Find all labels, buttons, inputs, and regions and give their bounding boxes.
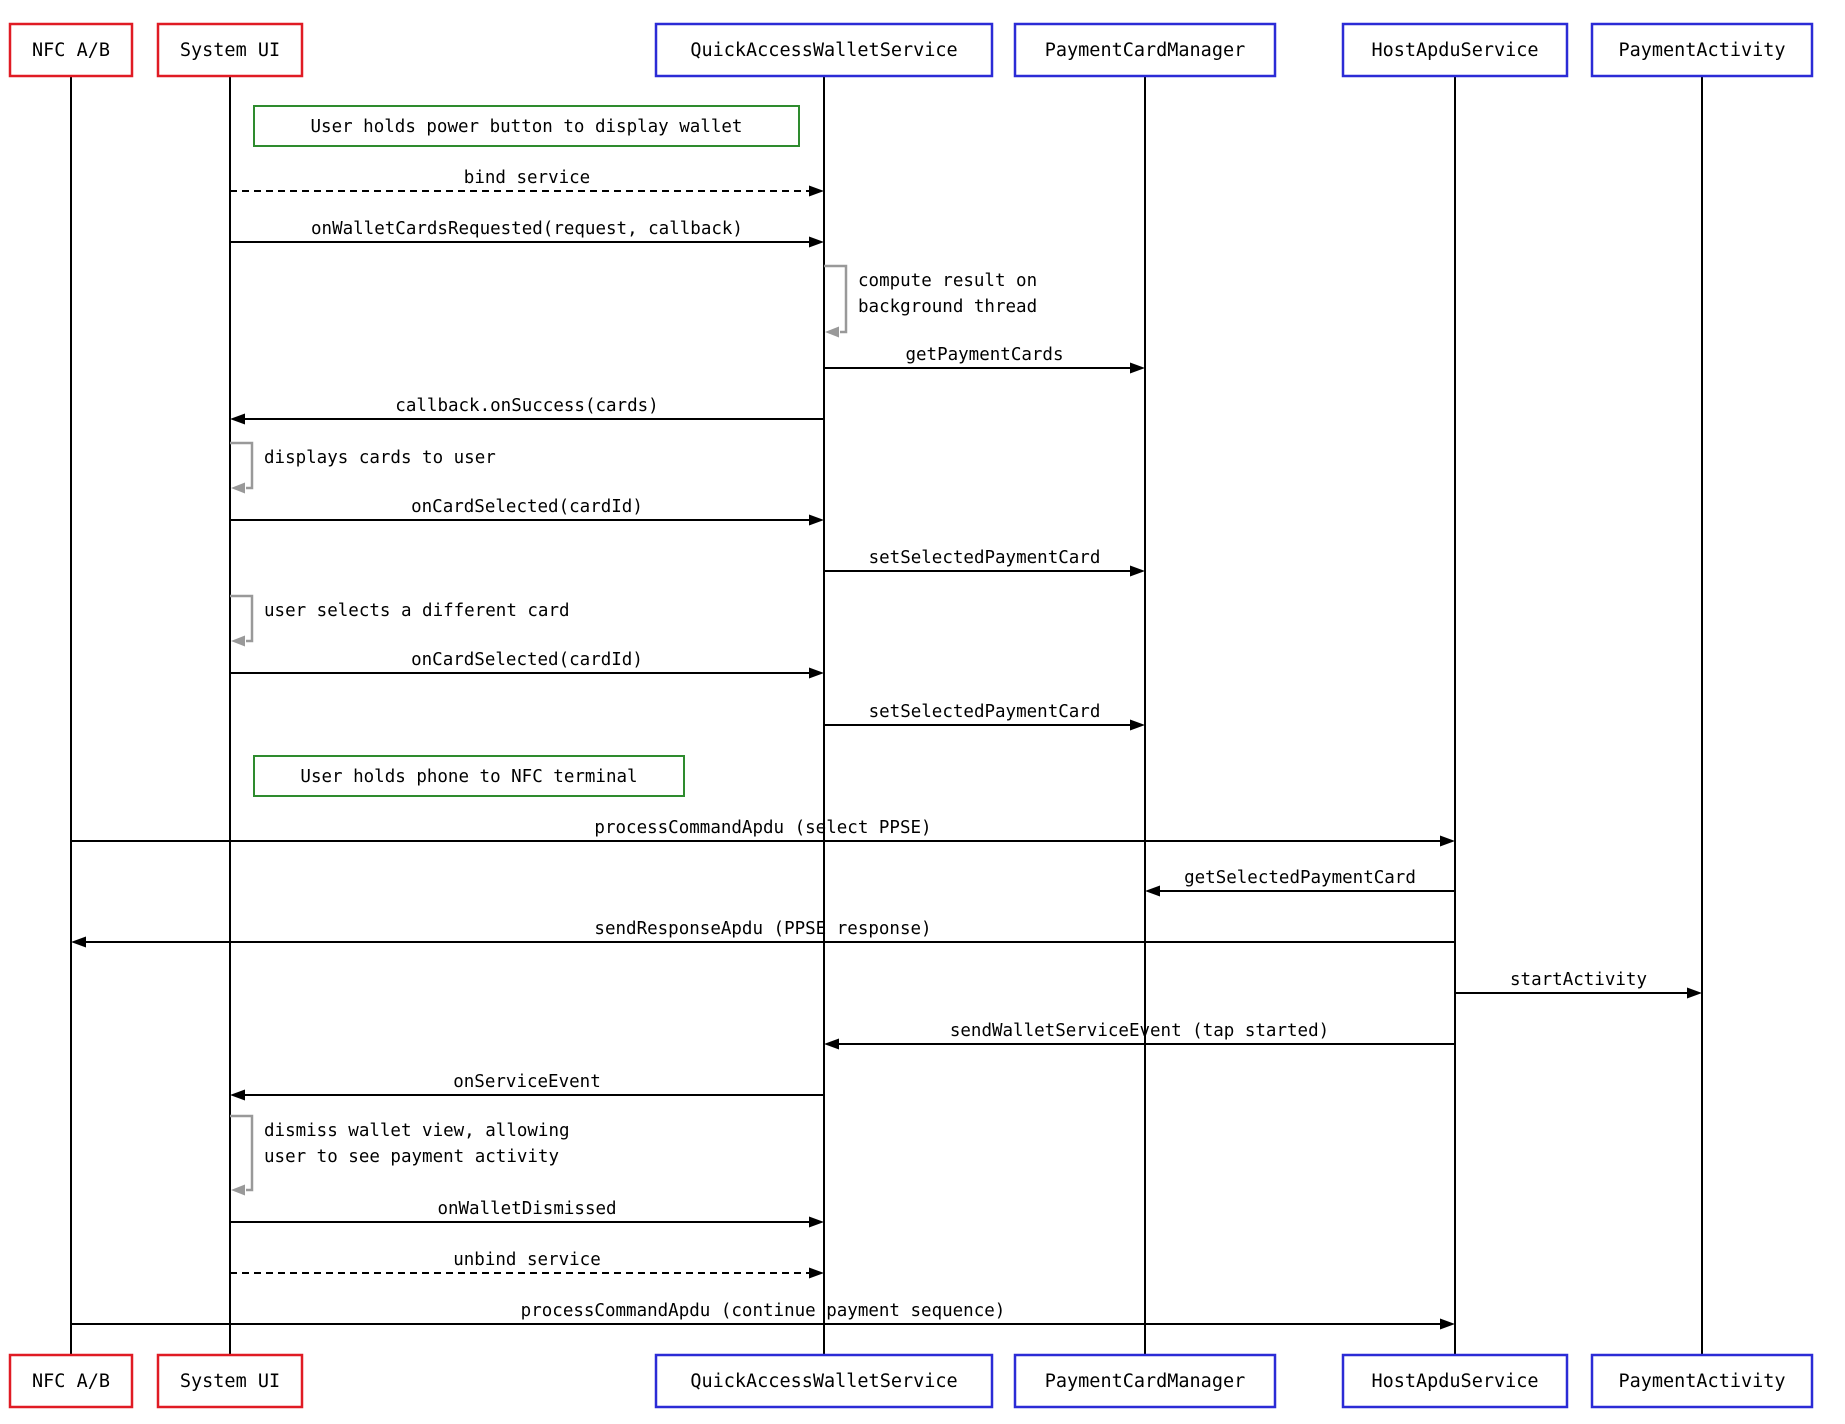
self-call-compute-result-on-bracket <box>824 264 848 334</box>
message-oncardselected-cardid-arrowhead-icon <box>809 667 824 679</box>
message-setselectedpaymentcard-label: setSelectedPaymentCard <box>869 548 1101 568</box>
message-getpaymentcards-label: getPaymentCards <box>905 345 1063 365</box>
actor-box-top-quick-access-wallet-service <box>654 22 994 78</box>
actor-box-top-payment-activity <box>1590 22 1814 78</box>
message-oncardselected-cardid-label: onCardSelected(cardId) <box>411 650 643 670</box>
self-call-user-selects-a-different-card-text-line-1: user selects a different card <box>264 601 570 621</box>
self-call-user-selects-a-different-card-arrowhead-icon <box>231 635 245 647</box>
message-getselectedpaymentcard-arrowhead-icon <box>1145 885 1160 897</box>
actor-label-top-host-apdu-service: HostApduService <box>1371 40 1538 61</box>
message-getselectedpaymentcard-label: getSelectedPaymentCard <box>1184 868 1416 888</box>
message-processcommandapdu-select-ppse-arrowhead-icon <box>1440 835 1455 847</box>
self-call-compute-result-on-text-line-2: background thread <box>858 297 1037 317</box>
note-user-holds-power-button-to-display-walle-box <box>253 105 800 147</box>
actor-label-bottom-system-ui: System UI <box>180 1371 280 1392</box>
self-call-dismiss-wallet-view-allowing-text-line-2: user to see payment activity <box>264 1147 559 1167</box>
message-startactivity-arrowhead-icon <box>1687 987 1702 999</box>
message-startactivity-label: startActivity <box>1510 970 1647 990</box>
message-processcommandapdu-select-ppse-label: processCommandApdu (select PPSE) <box>594 818 931 838</box>
actor-label-bottom-host-apdu-service: HostApduService <box>1371 1371 1538 1392</box>
message-bind-service-arrowhead-icon <box>809 185 824 197</box>
actor-box-bottom-nfc-ab <box>8 1353 134 1409</box>
message-oncardselected-cardid-arrowhead-icon <box>809 514 824 526</box>
actor-label-bottom-quick-access-wallet-service: QuickAccessWalletService <box>690 1371 957 1392</box>
actor-label-top-quick-access-wallet-service: QuickAccessWalletService <box>690 40 957 61</box>
message-sendwalletserviceevent-tap-started-arrowhead-icon <box>824 1038 839 1050</box>
message-onwalletdismissed-label: onWalletDismissed <box>437 1199 616 1219</box>
message-callback-onsuccess-cards-arrowhead-icon <box>230 413 245 425</box>
message-processcommandapdu-continue-payment-sequence-arrowhead-icon <box>1440 1318 1455 1330</box>
actor-box-bottom-payment-activity <box>1590 1353 1814 1409</box>
message-sendwalletserviceevent-tap-started-label: sendWalletServiceEvent (tap started) <box>950 1021 1329 1041</box>
message-bind-service-label: bind service <box>464 168 590 188</box>
message-onwalletdismissed-arrowhead-icon <box>809 1216 824 1228</box>
message-setselectedpaymentcard-arrowhead-icon <box>1130 565 1145 577</box>
actor-box-bottom-system-ui <box>156 1353 304 1409</box>
actor-label-bottom-payment-card-manager: PaymentCardManager <box>1045 1371 1245 1392</box>
actor-box-bottom-host-apdu-service <box>1341 1353 1569 1409</box>
self-call-displays-cards-to-user-arrowhead-icon <box>231 482 245 494</box>
message-getpaymentcards-arrowhead-icon <box>1130 362 1145 374</box>
message-setselectedpaymentcard-label: setSelectedPaymentCard <box>869 702 1101 722</box>
message-sendresponseapdu-ppse-response-label: sendResponseApdu (PPSE response) <box>594 919 931 939</box>
actor-box-top-system-ui <box>156 22 304 78</box>
self-call-compute-result-on-text-line-1: compute result on <box>858 271 1037 291</box>
self-call-displays-cards-to-user-bracket <box>230 441 254 490</box>
actor-box-top-payment-card-manager <box>1013 22 1277 78</box>
actor-box-top-nfc-ab <box>8 22 134 78</box>
note-user-holds-power-button-to-display-walle-label: User holds power button to display walle… <box>311 117 743 137</box>
message-onwalletcardsrequested-request-callback-arrowhead-icon <box>809 236 824 248</box>
self-call-user-selects-a-different-card-bracket <box>230 594 254 643</box>
actor-label-top-nfc-ab: NFC A/B <box>32 40 110 61</box>
message-callback-onsuccess-cards-label: callback.onSuccess(cards) <box>395 396 658 416</box>
message-unbind-service-label: unbind service <box>453 1250 601 1270</box>
self-call-compute-result-on-arrowhead-icon <box>825 326 839 338</box>
self-call-dismiss-wallet-view-allowing-bracket <box>230 1114 254 1192</box>
actor-box-bottom-payment-card-manager <box>1013 1353 1277 1409</box>
actor-box-top-host-apdu-service <box>1341 22 1569 78</box>
self-call-displays-cards-to-user-text-line-1: displays cards to user <box>264 448 496 468</box>
message-oncardselected-cardid-label: onCardSelected(cardId) <box>411 497 643 517</box>
message-onserviceevent-arrowhead-icon <box>230 1089 245 1101</box>
message-processcommandapdu-continue-payment-sequence-label: processCommandApdu (continue payment seq… <box>521 1301 1006 1321</box>
note-user-holds-phone-to-nfc-terminal-label: User holds phone to NFC terminal <box>300 767 637 787</box>
message-setselectedpaymentcard-arrowhead-icon <box>1130 719 1145 731</box>
actor-label-top-payment-activity: PaymentActivity <box>1618 40 1785 61</box>
self-call-dismiss-wallet-view-allowing-text-line-1: dismiss wallet view, allowing <box>264 1121 570 1141</box>
actor-box-bottom-quick-access-wallet-service <box>654 1353 994 1409</box>
message-sendresponseapdu-ppse-response-arrowhead-icon <box>71 936 86 948</box>
message-onwalletcardsrequested-request-callback-label: onWalletCardsRequested(request, callback… <box>311 219 743 239</box>
actor-label-top-payment-card-manager: PaymentCardManager <box>1045 40 1245 61</box>
note-user-holds-phone-to-nfc-terminal-box <box>253 755 685 797</box>
actor-label-bottom-payment-activity: PaymentActivity <box>1618 1371 1785 1392</box>
actor-label-top-system-ui: System UI <box>180 40 280 61</box>
actor-label-bottom-nfc-ab: NFC A/B <box>32 1371 110 1392</box>
message-onserviceevent-label: onServiceEvent <box>453 1072 601 1092</box>
message-unbind-service-arrowhead-icon <box>809 1267 824 1279</box>
self-call-dismiss-wallet-view-allowing-arrowhead-icon <box>231 1184 245 1196</box>
